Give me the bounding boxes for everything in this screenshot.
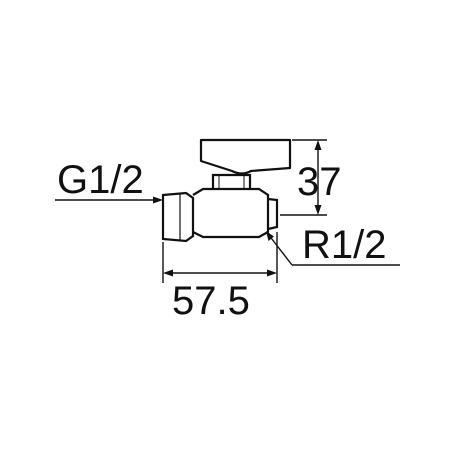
inlet-leader <box>55 196 163 204</box>
height-dimension-label: 37 <box>297 160 342 204</box>
length-dimension-label: 57.5 <box>172 279 250 323</box>
inlet-nut <box>161 191 195 243</box>
outlet-thread-label: R1/2 <box>302 223 387 267</box>
outlet-leader <box>266 231 400 266</box>
main-body <box>192 187 270 239</box>
outlet-thread <box>267 197 279 231</box>
valve-body <box>161 173 279 243</box>
valve-handle <box>199 138 292 175</box>
valve-stem <box>211 173 252 189</box>
length-dimension <box>162 232 278 283</box>
height-dimension <box>280 139 327 216</box>
inlet-thread-label: G1/2 <box>57 158 144 202</box>
